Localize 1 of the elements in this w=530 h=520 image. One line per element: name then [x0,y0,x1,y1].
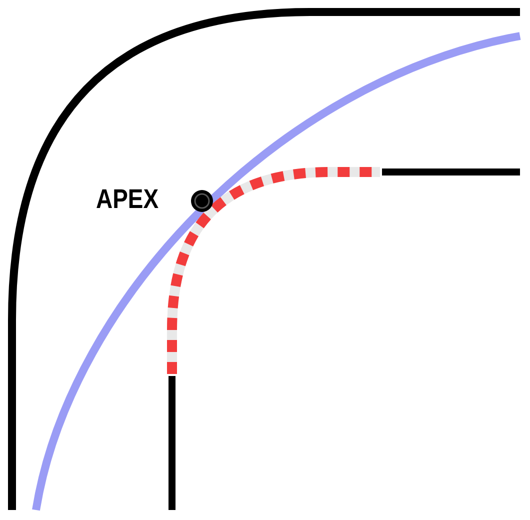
point-label: APEX [96,186,158,213]
